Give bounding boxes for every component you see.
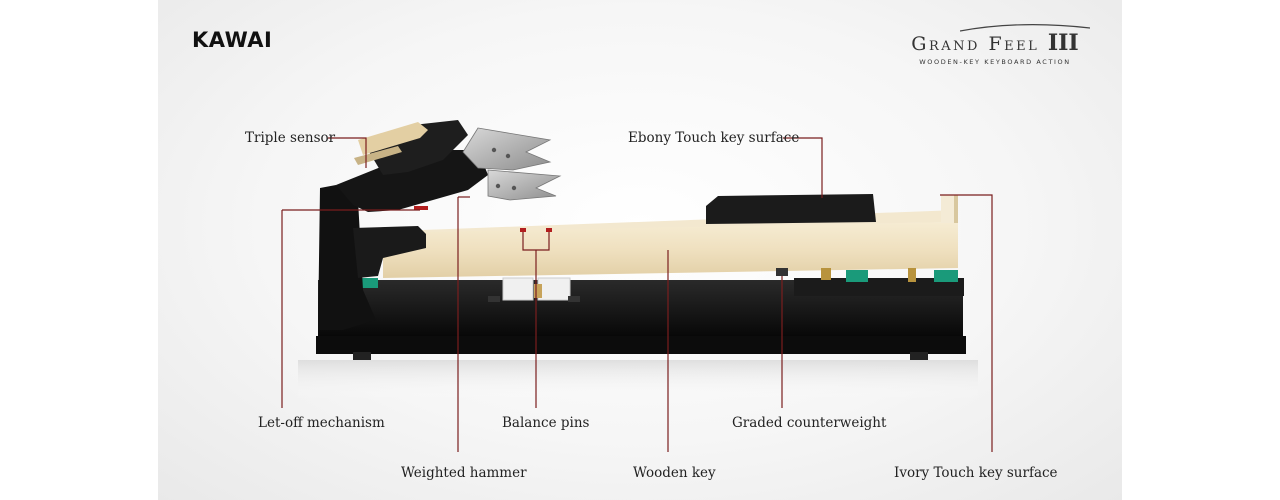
diagram-panel: KAWAI Grand Feel III WOODEN-KEY KEYBOARD… [158, 0, 1122, 500]
kawai-logo: KAWAI [192, 28, 273, 52]
product-title-main: Grand Feel [911, 33, 1040, 55]
label-ivory-touch: Ivory Touch key surface [894, 465, 1058, 481]
label-balance-pins: Balance pins [502, 415, 590, 431]
base-reflection [298, 360, 978, 400]
label-weighted-hammer: Weighted hammer [401, 465, 527, 481]
sensor-board [358, 122, 428, 155]
leader-lines [281, 137, 993, 452]
ebony-key-block [706, 194, 876, 224]
leader-triple-sensor [328, 137, 367, 168]
label-let-off: Let-off mechanism [258, 415, 385, 431]
keyboard-action-illustration [281, 120, 993, 452]
product-title: Grand Feel III [900, 30, 1090, 56]
label-graded-counterweight: Graded counterweight [732, 415, 887, 431]
label-ebony-touch: Ebony Touch key surface [628, 130, 800, 146]
product-subtitle: WOODEN-KEY KEYBOARD ACTION [919, 58, 1071, 66]
product-title-numeral: III [1047, 30, 1079, 56]
action-frame [318, 185, 376, 330]
label-triple-sensor: Triple sensor [245, 130, 336, 146]
swoosh-icon [960, 24, 1090, 32]
hammer-assembly [336, 150, 488, 212]
wooden-key-body [383, 222, 958, 278]
grand-feel-logo: Grand Feel III WOODEN-KEY KEYBOARD ACTIO… [900, 22, 1090, 66]
label-wooden-key: Wooden key [633, 465, 716, 481]
leader-ebony-touch [783, 137, 823, 198]
leader-ivory-touch [940, 194, 993, 452]
hammer-head [462, 127, 552, 171]
